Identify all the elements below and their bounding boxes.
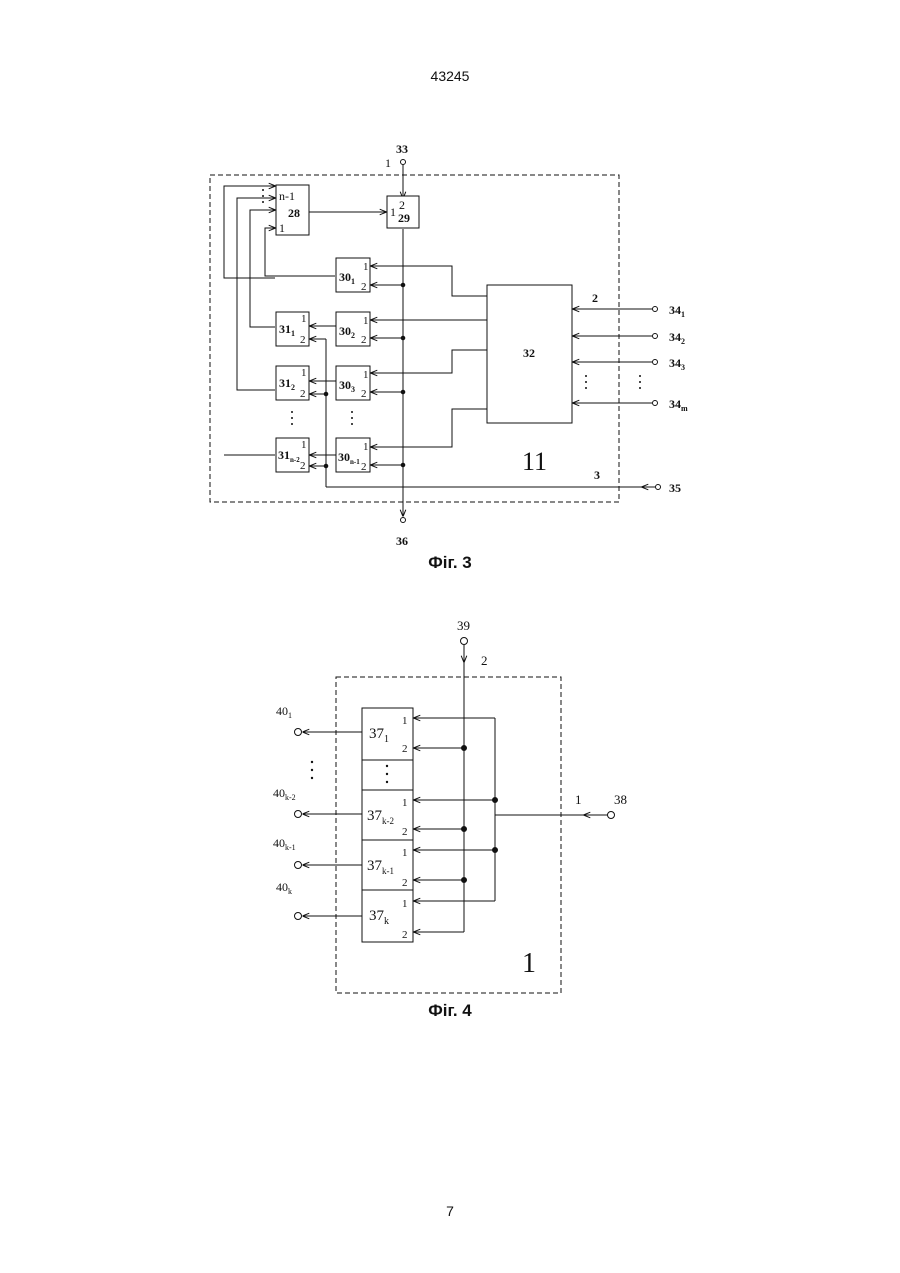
label-32-pin: 2 — [592, 291, 598, 305]
svg-text:1: 1 — [402, 847, 408, 859]
label-38: 38 — [614, 792, 627, 807]
svg-text:34m: 34m — [669, 397, 688, 413]
terminal-35 — [656, 485, 661, 490]
label-38-pin: 1 — [575, 792, 582, 807]
svg-text:401: 401 — [276, 704, 292, 720]
terminal-36 — [401, 518, 406, 523]
label-39: 39 — [457, 618, 470, 633]
svg-text:1: 1 — [301, 313, 307, 325]
svg-text:2: 2 — [300, 460, 306, 472]
svg-text:1: 1 — [363, 261, 369, 273]
terminal-34-3 — [653, 360, 658, 365]
svg-text:2: 2 — [361, 281, 367, 293]
terminal-40-1 — [295, 729, 302, 736]
label-33: 33 — [396, 142, 408, 156]
svg-text:1: 1 — [363, 369, 369, 381]
label-39-pin: 2 — [481, 653, 488, 668]
svg-text:2: 2 — [402, 826, 408, 838]
fig4-block-label: 1 — [522, 948, 536, 979]
svg-text:2: 2 — [300, 388, 306, 400]
block-29-pin1: 1 — [390, 205, 396, 219]
terminal-40-k-1 — [295, 862, 302, 869]
terminal-34-1 — [653, 307, 658, 312]
label-33-pin: 1 — [385, 156, 391, 170]
svg-text:2: 2 — [361, 461, 367, 473]
svg-text:2: 2 — [361, 388, 367, 400]
svg-text:40k-2: 40k-2 — [273, 786, 296, 802]
block-28-in-top: n-1 — [279, 189, 295, 203]
input-34-labels: 341 342 343 34m — [669, 303, 688, 413]
block-29-label: 29 — [398, 211, 410, 225]
svg-text:1: 1 — [402, 898, 408, 910]
terminal-34-2 — [653, 334, 658, 339]
svg-text:341: 341 — [669, 303, 685, 319]
svg-text:1: 1 — [402, 715, 408, 727]
svg-text:40k: 40k — [276, 880, 292, 896]
svg-text:342: 342 — [669, 330, 685, 346]
svg-text:2: 2 — [402, 877, 408, 889]
terminal-34-m — [653, 401, 658, 406]
svg-text:2: 2 — [361, 334, 367, 346]
svg-text:343: 343 — [669, 356, 685, 372]
svg-text:2: 2 — [402, 929, 408, 941]
svg-text:1: 1 — [301, 367, 307, 379]
terminal-33 — [401, 160, 406, 165]
fig3-diagram — [210, 160, 661, 523]
block-32-label: 32 — [523, 346, 535, 360]
fig3-caption: Фіг. 3 — [428, 553, 472, 572]
svg-text:1: 1 — [363, 315, 369, 327]
svg-text:1: 1 — [402, 797, 408, 809]
svg-text:2: 2 — [300, 334, 306, 346]
label-35-pin: 3 — [594, 468, 600, 482]
terminal-39 — [461, 638, 468, 645]
label-36: 36 — [396, 534, 408, 548]
terminal-40-k — [295, 913, 302, 920]
block-37-pins: 1 2 1 2 1 2 1 2 — [402, 715, 408, 941]
fig3-ellipses — [262, 189, 641, 425]
block-28-label: 28 — [288, 206, 300, 220]
fig3-block-label: 11 — [522, 447, 547, 476]
output-40-labels: 401 40k-2 40k-1 40k — [273, 704, 296, 896]
svg-text:40k-1: 40k-1 — [273, 836, 296, 852]
svg-text:1: 1 — [301, 439, 307, 451]
fig4-caption: Фіг. 4 — [428, 1001, 472, 1020]
block-29-pin2: 2 — [399, 198, 405, 212]
svg-text:1: 1 — [363, 441, 369, 453]
block-28-in-bottom: 1 — [279, 221, 285, 235]
terminal-38 — [608, 812, 615, 819]
terminal-40-k-2 — [295, 811, 302, 818]
label-35: 35 — [669, 481, 681, 495]
fig4-diagram — [295, 638, 615, 994]
svg-text:2: 2 — [402, 743, 408, 755]
